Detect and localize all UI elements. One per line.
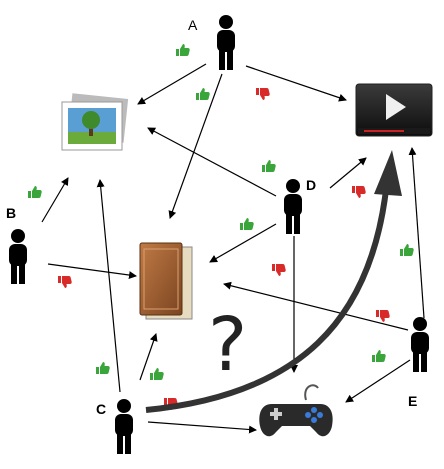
edge-a-photo xyxy=(137,63,207,105)
person-icon xyxy=(217,15,235,70)
edge-a-book xyxy=(168,73,223,219)
edge-e-game xyxy=(345,359,411,403)
edge-c-game xyxy=(147,421,257,434)
thumbs-down-icon xyxy=(256,88,270,100)
big-curved-arrow xyxy=(145,150,402,413)
thumbs-up-icon xyxy=(96,362,110,374)
edge-b-photo xyxy=(41,177,69,223)
thumbs-up-icon xyxy=(176,44,190,56)
person-icon xyxy=(115,399,133,454)
photo-icon[interactable] xyxy=(61,93,129,151)
people-layer: A B C D E xyxy=(6,15,429,454)
person-icon xyxy=(284,179,302,234)
thumbs-down-icon xyxy=(376,310,390,322)
thumbs-up-icon xyxy=(372,350,386,362)
edge-d-book xyxy=(209,223,277,263)
person-label-d: D xyxy=(306,177,316,193)
question-mark: ? xyxy=(208,302,247,388)
person-label-e: E xyxy=(408,393,417,409)
person-c[interactable] xyxy=(115,399,133,454)
person-d[interactable] xyxy=(284,179,302,234)
person-icon xyxy=(9,229,27,284)
person-e[interactable] xyxy=(411,317,429,372)
thumbs-up-icon xyxy=(28,186,42,198)
person-label-a: A xyxy=(188,17,198,33)
edge-e-book xyxy=(223,281,409,331)
edge-b-book xyxy=(47,263,137,280)
thumbs-down-icon xyxy=(352,186,366,198)
edge-c-book xyxy=(139,333,158,381)
video-player-icon[interactable] xyxy=(355,83,433,137)
thumbs-up-icon xyxy=(150,368,164,380)
person-label-b: B xyxy=(6,205,16,221)
thumbs-up-icon xyxy=(240,218,254,230)
person-a[interactable] xyxy=(217,15,235,70)
thumbs-down-icon xyxy=(272,264,286,276)
thumbs-down-icon xyxy=(58,276,72,288)
thumbs-up-icon xyxy=(196,88,210,100)
edge-e-video xyxy=(408,147,425,319)
edge-d-photo xyxy=(147,127,277,197)
person-label-c: C xyxy=(96,401,106,417)
book-icon[interactable] xyxy=(139,242,193,320)
gamepad-icon[interactable] xyxy=(259,384,333,437)
edge-d-video xyxy=(329,157,367,189)
thumbs-up-icon xyxy=(262,160,276,172)
edge-a-video xyxy=(245,65,347,102)
person-icon xyxy=(411,317,429,372)
edge-c-photo xyxy=(96,179,121,393)
person-b[interactable] xyxy=(9,229,27,284)
thumbs-up-icon xyxy=(400,244,414,256)
